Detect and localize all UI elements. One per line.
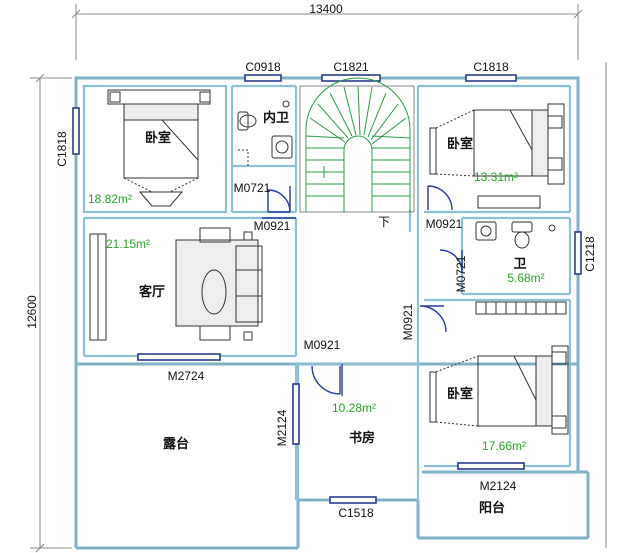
bed-se <box>429 345 569 435</box>
room-labels: 卧室 18.82m² 内卫 卧室 13.31m² 21.15m² 客厅 卫 5.… <box>88 110 545 515</box>
label-m2124-bottom: M2124 <box>480 479 517 493</box>
doors <box>262 185 463 396</box>
room-bedroom-se: 卧室 <box>447 386 473 401</box>
window-c1818-left <box>72 107 80 155</box>
label-m0721-a: M0721 <box>234 181 271 195</box>
window-c1518 <box>329 496 377 504</box>
label-c1218: C1218 <box>583 236 597 272</box>
door-m0921-b <box>427 185 453 211</box>
window-c1218 <box>574 231 582 275</box>
room-living: 客厅 <box>139 284 165 299</box>
label-m0921-c: M0921 <box>401 303 415 340</box>
bed-nw <box>107 89 211 207</box>
window-m2124-left <box>292 383 300 445</box>
label-m0921-a: M0921 <box>254 219 291 233</box>
room-study: 书房 <box>349 430 375 445</box>
window-m2124-bottom <box>457 462 525 470</box>
door-m0921-d <box>311 365 341 395</box>
windows <box>72 74 582 504</box>
label-c1821: C1821 <box>333 60 369 74</box>
label-m0721-b: M0721 <box>454 255 468 292</box>
label-c0918: C0918 <box>245 60 281 74</box>
label-c1818-left: C1818 <box>55 131 69 167</box>
staircase: 下 <box>299 77 415 229</box>
window-m2724 <box>137 353 221 361</box>
label-m2124-left: M2124 <box>275 409 289 446</box>
living-furniture <box>89 227 263 341</box>
room-balcony: 阳台 <box>479 500 505 515</box>
room-inner-bath: 内卫 <box>263 110 289 125</box>
label-m2724: M2724 <box>168 369 205 383</box>
dimension-width-label: 13400 <box>309 2 343 16</box>
area-study: 10.28m² <box>332 401 376 415</box>
stair-down-label: 下 <box>378 215 390 229</box>
label-c1818-top: C1818 <box>473 60 509 74</box>
door-m0921-c <box>419 305 447 333</box>
door-m0721-a <box>267 189 291 213</box>
room-terrace: 露台 <box>163 436 189 451</box>
opening-labels: C0918 C1821 C1818 C1818 C1218 M0721 M092… <box>55 60 597 520</box>
door-m0721-b <box>439 249 463 273</box>
inner-bath-fixtures <box>237 100 293 166</box>
area-bedroom-nw: 18.82m² <box>88 192 132 206</box>
room-bedroom-ne: 卧室 <box>447 136 473 151</box>
label-m0921-d: M0921 <box>304 338 341 352</box>
bed-ne <box>429 103 565 185</box>
room-bath: 卫 <box>513 256 526 271</box>
room-bedroom-nw: 卧室 <box>145 130 171 145</box>
area-bedroom-ne: 13.31m² <box>474 170 518 184</box>
dimension-top: 13400 <box>71 2 583 60</box>
bath-fixtures <box>475 195 567 315</box>
area-bath: 5.68m² <box>507 271 544 285</box>
label-c1518: C1518 <box>338 506 374 520</box>
window-c0918 <box>244 74 282 82</box>
area-living: 21.15m² <box>106 237 150 251</box>
label-m0921-b: M0921 <box>426 217 463 231</box>
window-c1818-top <box>465 74 517 82</box>
dimension-left: 12600 <box>25 73 72 553</box>
dimension-height-label: 12600 <box>25 295 39 329</box>
area-bedroom-se: 17.66m² <box>482 439 526 453</box>
